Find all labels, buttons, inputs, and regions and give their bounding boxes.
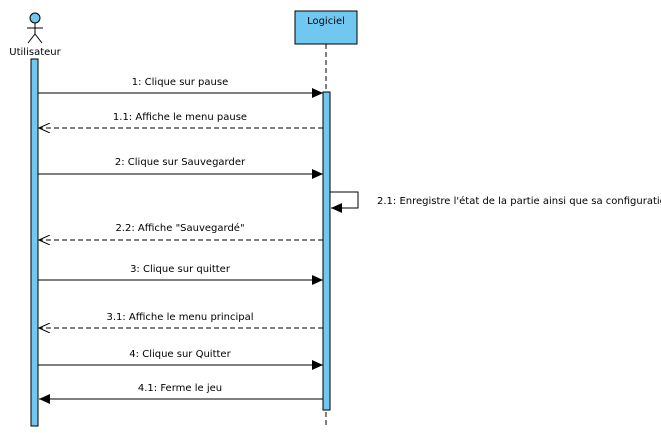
message-2: 2: Clique sur Sauvegarder [38, 157, 323, 179]
message-1: 1: Clique sur pause [38, 77, 323, 98]
participant-box [294, 10, 358, 45]
message-3: 3: Clique sur quitter [38, 264, 323, 285]
message-label: 3.1: Affiche le menu principal [106, 312, 253, 323]
message-label: 4: Clique sur Quitter [129, 349, 231, 360]
message-4-1: 4.1: Ferme le jeu [39, 383, 323, 404]
message-label: 1: Clique sur pause [132, 77, 228, 88]
messages: 1: Clique sur pause 1.1: Affiche le menu… [38, 77, 661, 404]
message-label: 4.1: Ferme le jeu [138, 383, 222, 394]
message-2-2: 2.2: Affiche "Sauvegardé" [39, 222, 323, 240]
participant-logiciel: Logiciel [294, 10, 358, 45]
message-label: 1.1: Affiche le menu pause [113, 112, 247, 123]
message-label: 2.1: Enregistre l'état de la partie ains… [377, 195, 661, 207]
actor-name: Utilisateur [9, 47, 61, 58]
actor-head [29, 12, 41, 24]
message-label: 3: Clique sur quitter [130, 264, 231, 275]
message-4: 4: Clique sur Quitter [38, 349, 323, 370]
system-activation-bar [322, 91, 331, 411]
message-label: 2: Clique sur Sauvegarder [115, 157, 246, 168]
message-2-1-self: 2.1: Enregistre l'état de la partie ains… [330, 191, 661, 213]
actor-activation-bar [30, 58, 39, 427]
message-3-1: 3.1: Affiche le menu principal [39, 312, 323, 328]
stick-figure-actor-icon [27, 12, 43, 44]
message-label: 2.2: Affiche "Sauvegardé" [115, 222, 244, 234]
self-message-arrow [330, 191, 359, 213]
participant-name: Logiciel [307, 16, 345, 27]
message-1-1: 1.1: Affiche le menu pause [39, 112, 323, 128]
actor-utilisateur: Utilisateur [9, 12, 62, 58]
